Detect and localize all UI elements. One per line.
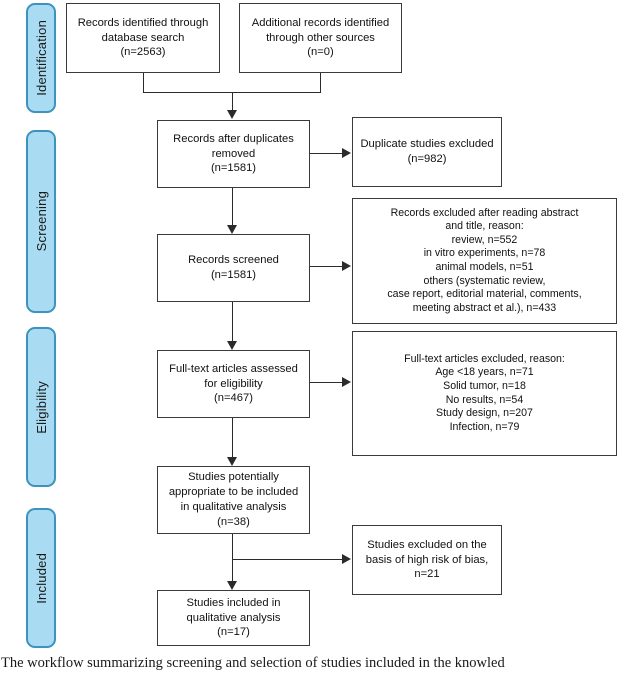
connector-after-duplicates-down: [232, 188, 233, 227]
arrowhead-to-fulltext-excluded: [342, 377, 351, 387]
connector-screened-right: [310, 266, 346, 267]
connector-potential-down: [232, 534, 233, 583]
box-fulltext-excluded-text: Full-text articles excluded, reason: Age…: [404, 352, 565, 433]
box-fulltext-excluded: Full-text articles excluded, reason: Age…: [352, 331, 617, 456]
connector-database-search-down: [143, 73, 144, 92]
figure-caption: . The workflow summarizing screening and…: [0, 655, 640, 673]
connector-fulltext-right: [310, 382, 346, 383]
box-studies-potential: Studies potentially appropriate to be in…: [157, 466, 310, 534]
stage-tab-included: Included: [26, 508, 56, 648]
box-studies-included: Studies included in qualitative analysis…: [157, 590, 310, 646]
box-other-sources-text: Additional records identified through ot…: [251, 16, 390, 59]
box-records-excluded-text: Records excluded after reading abstract …: [387, 206, 582, 314]
connector-duplicates-right: [310, 153, 346, 154]
stage-tab-eligibility: Eligibility: [26, 327, 56, 487]
connector-potential-right: [232, 559, 346, 560]
connector-screened-down: [232, 302, 233, 343]
arrowhead-to-after-duplicates: [227, 110, 237, 119]
box-fulltext-assessed-text: Full-text articles assessed for eligibil…: [169, 362, 298, 405]
arrowhead-to-records-screened: [227, 225, 237, 234]
connector-fulltext-down: [232, 418, 233, 460]
stage-label-eligibility: Eligibility: [33, 380, 49, 434]
stage-tab-identification: Identification: [26, 3, 56, 113]
box-records-excluded: Records excluded after reading abstract …: [352, 198, 617, 324]
box-studies-potential-text: Studies potentially appropriate to be in…: [168, 471, 299, 528]
box-records-screened: Records screened (n=1581): [157, 234, 310, 302]
box-studies-bias-excluded-text: Studies excluded on the basis of high ri…: [365, 538, 489, 581]
box-database-search: Records identified through database sear…: [66, 3, 220, 73]
box-after-duplicates-text: Records after duplicates removed (n=1581…: [173, 132, 294, 175]
box-duplicates-excluded: Duplicate studies excluded (n=982): [352, 117, 502, 187]
box-records-screened-text: Records screened (n=1581): [188, 254, 279, 281]
stage-label-screening: Screening: [33, 191, 49, 252]
arrowhead-to-studies-potential: [227, 457, 237, 466]
box-fulltext-assessed: Full-text articles assessed for eligibil…: [157, 350, 310, 418]
arrowhead-to-duplicates-excluded: [342, 148, 351, 158]
connector-merge-to-duplicates: [232, 92, 233, 112]
connector-other-sources-down: [320, 73, 321, 92]
stage-label-identification: Identification: [33, 20, 49, 96]
arrowhead-to-fulltext-assessed: [227, 341, 237, 350]
box-other-sources: Additional records identified through ot…: [239, 3, 402, 73]
box-after-duplicates: Records after duplicates removed (n=1581…: [157, 120, 310, 188]
arrowhead-to-records-excluded: [342, 261, 351, 271]
arrowhead-to-bias-excluded: [342, 554, 351, 564]
arrowhead-to-studies-included: [227, 581, 237, 590]
box-studies-bias-excluded: Studies excluded on the basis of high ri…: [352, 525, 502, 595]
figure-caption-text: . The workflow summarizing screening and…: [0, 655, 505, 671]
box-studies-included-text: Studies included in qualitative analysis…: [186, 596, 281, 639]
box-database-search-text: Records identified through database sear…: [77, 16, 209, 59]
box-duplicates-excluded-text: Duplicate studies excluded (n=982): [360, 138, 494, 165]
stage-tab-screening: Screening: [26, 130, 56, 313]
stage-label-included: Included: [33, 552, 49, 604]
